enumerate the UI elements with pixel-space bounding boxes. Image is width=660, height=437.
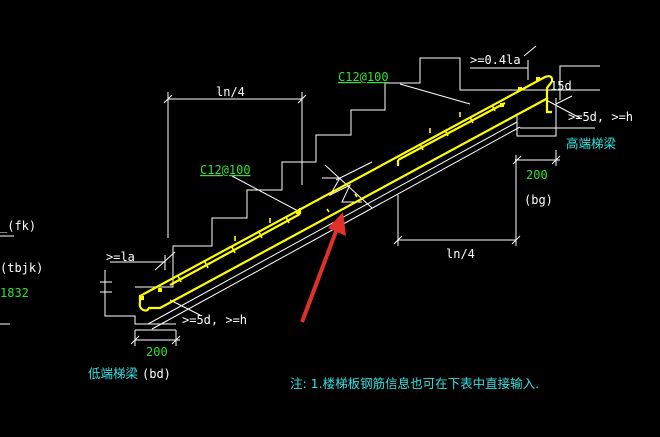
- stair-steps-outline: [135, 57, 490, 288]
- dim-200-right-label: 200: [526, 168, 548, 182]
- tick: [171, 335, 181, 345]
- high-end-beam: [516, 98, 557, 137]
- rebar-group: [138, 75, 554, 312]
- tick: [393, 235, 403, 245]
- ln4-bottom-label: ln/4: [446, 247, 475, 261]
- c12-bottom-label: C12@100: [200, 163, 251, 177]
- lower-short-bar: [169, 213, 301, 286]
- c12-top-label: C12@100: [338, 70, 389, 84]
- tick: [163, 94, 173, 104]
- hook-15d-label: 15d: [550, 79, 572, 93]
- upper-landing-outline: [460, 65, 600, 91]
- tick: [551, 155, 561, 165]
- upper-short-bar: [397, 102, 506, 161]
- leader-c12-top: [399, 83, 471, 105]
- tick: [512, 155, 522, 165]
- top-rebar: [138, 75, 554, 302]
- tick: [130, 335, 140, 345]
- red-arrow: [300, 212, 346, 323]
- soffit-line-1: [147, 121, 518, 325]
- bg-label: (bg): [524, 193, 553, 207]
- note-text: 注: 1.楼梯板钢筋信息也可在下表中直接输入.: [290, 376, 539, 391]
- leader: [545, 99, 581, 119]
- tick: [154, 251, 176, 271]
- anchor-la-label: >=la: [106, 250, 135, 264]
- rebar-dots: [140, 77, 540, 300]
- bd-label: (bd): [142, 367, 171, 381]
- anchor-5d-h-right-label: >=5d, >=h: [568, 110, 633, 124]
- tick: [523, 45, 537, 57]
- distribution-bars: [177, 104, 496, 283]
- dim-200-left-label: 200: [146, 345, 168, 359]
- break-line: [335, 161, 373, 181]
- low-hook: [138, 301, 150, 312]
- tick: [555, 95, 573, 105]
- leader-c12-bottom: [231, 175, 301, 213]
- tick: [297, 94, 307, 104]
- left-value-label: 1832: [0, 286, 29, 300]
- left-fk-label: _(fk): [0, 219, 36, 233]
- left-tbjk-label: (tbjk): [0, 261, 43, 275]
- ln4-top-label: ln/4: [216, 85, 245, 99]
- tick: [511, 235, 521, 245]
- anchor-04la-label: >=0.4la: [470, 53, 521, 67]
- break-line: [324, 164, 373, 209]
- bottom-rebar: [148, 97, 549, 310]
- break-symbol: [322, 177, 362, 203]
- high-beam-label: 高端梯梁: [566, 136, 617, 151]
- low-end-beam: [104, 270, 176, 325]
- leader-5d-left: [169, 299, 201, 316]
- anchor-5d-h-left-label: >=5d, >=h: [182, 313, 247, 327]
- low-beam-label: 低端梯梁: [88, 366, 139, 381]
